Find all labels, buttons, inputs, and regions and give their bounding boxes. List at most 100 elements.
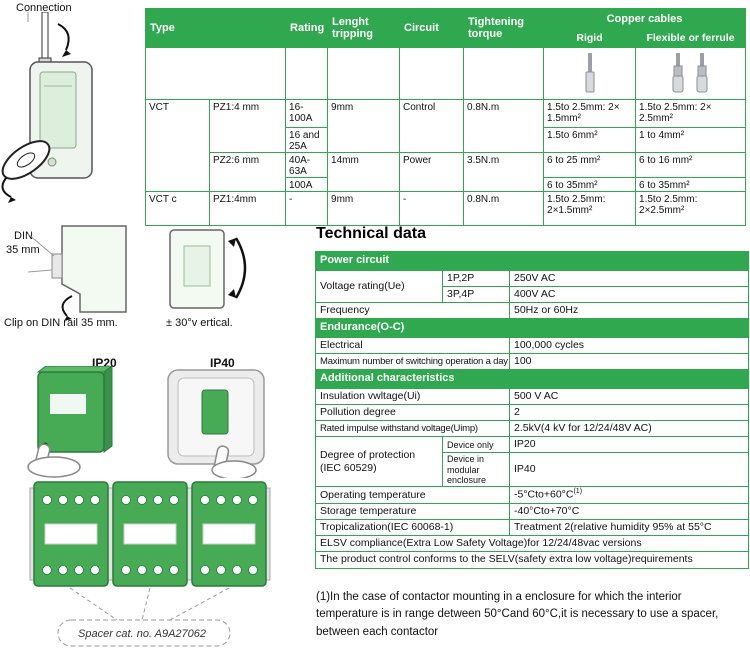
- col-header-flexible: Flexible or ferrule: [635, 28, 747, 48]
- cell-device-enclosure-value: IP40: [508, 452, 750, 488]
- flexible-cable-icon-cell: [635, 47, 747, 100]
- module-side-profile: [61, 225, 127, 313]
- cell-torque-vctc: 0.8N.m: [463, 191, 545, 226]
- spec-table: Type Rating Lenght tripping Circuit Tigh…: [144, 8, 747, 226]
- col-header-length-tripping: Lenght tripping: [327, 8, 401, 48]
- din-rail-side-illustration: [28, 225, 127, 320]
- table-row: Electrical 100,000 cycles: [315, 336, 750, 355]
- table-row: ELSV compliance(Extra Low Safety Voltage…: [314, 535, 750, 553]
- tilt-illustration: [169, 229, 247, 309]
- empty-cell: [144, 47, 287, 100]
- table-row: Storage temperature -40°Cto+70°C: [315, 503, 750, 521]
- table-row: Frequency 50Hz or 60Hz: [315, 301, 750, 320]
- table-row: Additional characteristics: [314, 369, 750, 389]
- cell-impulse-value: 2.5kV(4 kV for 12/24/48V AC): [508, 420, 750, 438]
- spacer-callout-box: [57, 619, 231, 647]
- cell-elsv-row: ELSV compliance(Extra Low Safety Voltage…: [314, 535, 750, 553]
- pressing-finger-icon: [211, 445, 257, 478]
- cell-voltage-1p2p: 1P,2P: [442, 269, 510, 287]
- cell-trip-14mm: 14mm: [327, 152, 401, 192]
- cell-voltage-1p2p-value: 250V AC: [508, 269, 750, 287]
- din-size-label: 35 mm: [6, 244, 40, 256]
- cell-device-enclosure: Device in modular enclosure: [442, 452, 510, 488]
- section-power-circuit: Power circuit: [314, 251, 750, 271]
- tilt-caption: ± 30°v ertical.: [166, 317, 233, 329]
- cell-flex-3: 6 to 16 mm²: [635, 152, 747, 178]
- tilt-arrow-icon: [228, 237, 247, 299]
- clip-caption: Clip on DIN rail 35 mm.: [4, 317, 118, 329]
- connection-illustration: [1, 12, 93, 203]
- cell-rating-vctc: -: [285, 191, 329, 226]
- cell-operating-value: -5°Cto+60°C(1): [508, 486, 750, 505]
- footnote: (1)In the case of contactor mounting in …: [316, 591, 719, 638]
- table-row: VCT PZ1:4 mm 16-100A 9mm Control 0.8N.m …: [145, 99, 747, 192]
- cell-storage-value: -40°Cto+70°C: [508, 503, 750, 521]
- col-header-rating: Rating: [285, 8, 329, 48]
- rigid-cable-icon-cell: [543, 47, 637, 100]
- table-row: 16 and 25A 1.5to 6mm² 1 to 4mm²: [146, 127, 747, 153]
- ip20-illustration: [27, 366, 113, 478]
- empty-cell: [399, 47, 465, 100]
- table-row: Insulation vwltage(Ui) 500 V AC: [315, 387, 750, 406]
- cell-frequency-label: Frequency: [315, 301, 510, 320]
- cell-electrical-value: 100,000 cycles: [508, 336, 750, 355]
- cell-rating-16-100: 16-100A: [285, 99, 329, 128]
- spacer-illustration: Spacer cat. no. A9A27062: [29, 481, 271, 647]
- ferrule-cable-end-icon: [672, 53, 708, 93]
- operating-footnote-ref: (1): [573, 488, 583, 496]
- col-header-type: Type: [144, 8, 287, 48]
- cell-frequency-value: 50Hz or 60Hz: [508, 301, 750, 320]
- cell-rating-100: 100A: [285, 177, 329, 192]
- contactor-module-drawing: [191, 481, 267, 587]
- cell-screw-pz1: PZ1:4 mm: [208, 99, 287, 153]
- handle-rotation-arrow-icon: [1, 177, 16, 203]
- cell-rating-16-25: 16 and 25A: [285, 127, 329, 153]
- ip40-label: IP40: [210, 356, 235, 370]
- cell-switching-value: 100: [508, 352, 750, 371]
- cell-rigid-vctc: 1.5to 2.5mm: 2×1.5mm²: [543, 191, 637, 226]
- cell-flex-4: 6 to 35mm²: [635, 177, 747, 192]
- table-row: Endurance(O-C): [314, 318, 750, 338]
- table-row: Voltage rating(Ue) 1P,2P 250V AC: [315, 269, 750, 304]
- ip-protection-illustrations: [27, 366, 265, 478]
- rotation-arrow-icon: [57, 23, 71, 57]
- clip-rotation-arrow-icon: [61, 295, 73, 320]
- cell-operating-label: Operating temperature: [315, 486, 510, 505]
- pressing-finger-icon: [27, 443, 81, 478]
- cell-pollution-value: 2: [508, 403, 750, 422]
- cell-screw-pz2: PZ2:6 mm: [208, 152, 287, 192]
- cell-rating-40-63: 40A-63A: [285, 152, 329, 178]
- cell-storage-label: Storage temperature: [315, 503, 510, 521]
- cell-type-vctc: VCT c: [145, 191, 210, 226]
- cell-impulse-label: Rated impulse withstand voltage(Uimp): [315, 420, 510, 438]
- spacer-label: Spacer cat. no. A9A27062: [78, 628, 206, 640]
- cell-torque-35: 3.5N.m: [463, 152, 545, 192]
- din-rail-cross-section: [51, 253, 63, 279]
- cell-rigid-2: 1.5to 6mm²: [543, 127, 637, 153]
- section-endurance: Endurance(O-C): [314, 318, 750, 338]
- cell-switching-label: Maximum number of switching operation a …: [315, 352, 510, 371]
- empty-cell: [327, 47, 401, 100]
- cell-voltage-3p4p: 3P,4P: [442, 285, 510, 304]
- operating-value-text: -5°Cto+60°C: [514, 488, 574, 501]
- cell-device-only: Device only: [442, 436, 510, 454]
- cell-circuit-vctc: -: [399, 191, 465, 226]
- contactor-module-drawing: [112, 481, 188, 587]
- cell-electrical-label: Electrical: [315, 336, 510, 355]
- technical-data-title: Technical data: [316, 225, 426, 242]
- cell-device-only-value: IP20: [508, 436, 750, 454]
- cell-insulation-label: Insulation vwltage(Ui): [315, 387, 510, 406]
- cell-screw-vctc: PZ1:4mm: [208, 191, 287, 226]
- connection-label: Connection: [16, 2, 72, 14]
- screwdriver-icon: [38, 12, 52, 67]
- table-row: Maximum number of switching operation a …: [315, 352, 750, 371]
- table-row: Pollution degree 2: [315, 403, 750, 422]
- empty-cell: [285, 47, 329, 100]
- cell-flex-2: 1 to 4mm²: [635, 127, 747, 153]
- col-header-copper-cables: Copper cables: [543, 8, 747, 29]
- col-header-rigid: Rigid: [543, 28, 637, 48]
- section-additional: Additional characteristics: [314, 369, 750, 389]
- cell-trip-vctc: 9mm: [327, 191, 401, 226]
- col-header-tightening-torque: Tightening torque: [463, 8, 545, 48]
- din-label: DIN: [14, 230, 33, 242]
